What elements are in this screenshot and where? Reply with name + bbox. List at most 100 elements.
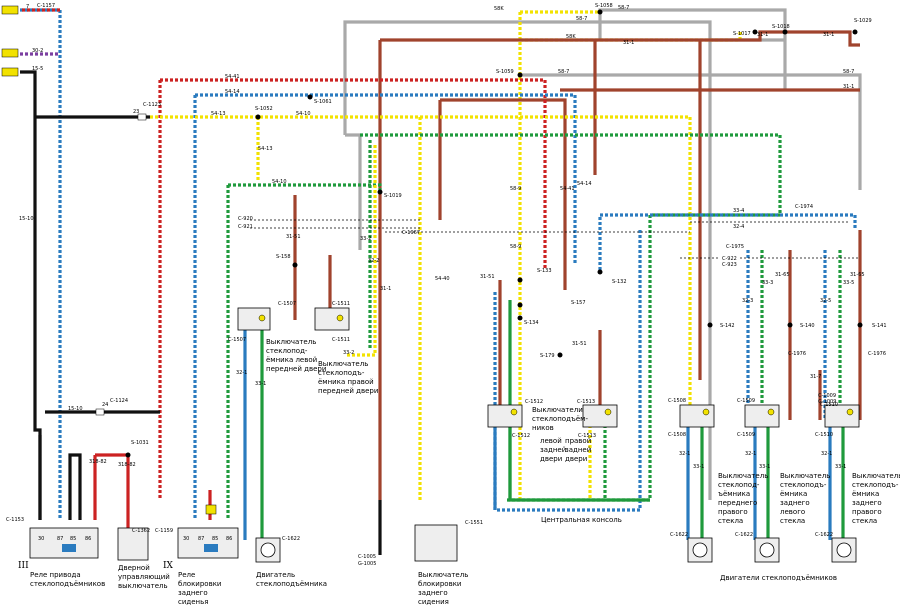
- caption-left-rear-2: задней: [540, 446, 566, 454]
- label-c1509b: C-1509: [737, 432, 755, 438]
- label-w32-3: 32-3: [742, 298, 753, 304]
- label-w31-51a: 31-51: [286, 234, 301, 240]
- roman-labels: III IX: [18, 561, 174, 571]
- label-c1622c: C-1622: [735, 532, 753, 538]
- label-w31-1c: 31-1: [823, 32, 834, 38]
- caption-relay-main-1: Реле привода: [30, 571, 81, 579]
- pin-30: 30: [38, 536, 44, 542]
- label-w31-51b: 31-51: [480, 274, 495, 280]
- caption-door-switch-2: управляющий: [118, 573, 170, 581]
- label-s1059: S-1059: [496, 69, 514, 75]
- wire-54-10: [226, 183, 382, 520]
- caption-relay-lock-3: заднего: [178, 589, 208, 597]
- label-s140: S-140: [800, 323, 815, 329]
- wire-54-13: [150, 115, 692, 410]
- label-s1017: S-1017: [733, 31, 751, 37]
- label-s1061: S-1061: [314, 99, 332, 105]
- lamp-icon: [702, 408, 710, 416]
- label-c1510: C-1510: [820, 402, 838, 408]
- caption-lr-motor-5: левого: [780, 508, 805, 516]
- label-c1510b: C-1510: [815, 432, 833, 438]
- label-w31-1e: 31-1: [380, 286, 391, 292]
- label-c1513b: C-1513: [578, 433, 596, 439]
- label-c920: C-920: [238, 216, 253, 222]
- switch-rf-window: [679, 404, 715, 428]
- wire-31-51: [293, 195, 602, 410]
- label-s133: S-133: [537, 268, 552, 274]
- label-w33-1c: 33-1: [759, 464, 770, 470]
- label-w31-1a: 31-1: [623, 40, 634, 46]
- caption-door-switch-1: Дверной: [118, 564, 150, 572]
- motor-icon: [759, 542, 775, 558]
- label-c1159: C-1159: [155, 528, 173, 534]
- label-c1157: C-1157: [37, 3, 55, 9]
- label-c1362: C-1362: [132, 528, 150, 534]
- lamp-icon: [258, 314, 266, 322]
- label-w54-13b: 54-13: [258, 146, 273, 152]
- label-w24: 24: [102, 402, 108, 408]
- pin-87b: 87: [198, 536, 204, 542]
- label-w54-14a: 54-14: [225, 89, 240, 95]
- caption-lr-motor-2: стеклоподъ-: [780, 481, 827, 489]
- label-s157: S-157: [571, 300, 586, 306]
- wire-32-2: [345, 145, 377, 357]
- caption-rear-lock-2: блокировки: [418, 580, 461, 588]
- label-w32-1c: 32-1: [745, 451, 756, 457]
- caption-rr-motor-1: Выключатель: [852, 472, 900, 480]
- caption-rf-switch-2: стеклоподъ-: [318, 369, 365, 377]
- pin-85b: 85: [212, 536, 218, 542]
- label-s1018: S-1018: [772, 24, 790, 30]
- label-w31-1b: 31-1: [757, 32, 768, 38]
- caption-rear-lock-1: Выключатель: [418, 571, 468, 579]
- captions: Реле привода стеклоподъёмников Дверной у…: [30, 338, 900, 606]
- inline-fuse: [137, 113, 147, 121]
- label-c923: C-923: [722, 262, 737, 268]
- caption-lf-switch-2: стеклопод-: [266, 347, 308, 355]
- caption-right-rear-2: задней: [565, 446, 591, 454]
- label-w23: 23: [133, 109, 139, 115]
- caption-lr-motor-3: ёмника: [780, 490, 807, 498]
- label-s141: S-141: [872, 323, 887, 329]
- relay-coil-icon: [62, 544, 76, 552]
- label-c1512b: C-1512: [512, 433, 530, 439]
- caption-lr-motor-6: стекла: [780, 517, 805, 525]
- label-w33-1b: 33-1: [693, 464, 704, 470]
- label-c1622d: C-1622: [815, 532, 833, 538]
- label-w33-2a: 33-2: [360, 236, 371, 242]
- label-w54-41a: 54-41: [225, 74, 240, 80]
- caption-motor-2: стеклоподъёмника: [256, 580, 327, 588]
- label-w7: 7: [26, 4, 29, 10]
- lamp-icon: [767, 408, 775, 416]
- label-w32-1d: 32-1: [821, 451, 832, 457]
- fuse-tag-2: [1, 48, 19, 58]
- label-c1512: C-1512: [525, 399, 543, 405]
- pin-86b: 86: [226, 536, 232, 542]
- caption-relay-lock-4: сиденья: [178, 598, 208, 606]
- label-c1509: C-1509: [737, 398, 755, 404]
- label-s179: S-179: [540, 353, 555, 359]
- caption-relay-lock-2: блокировки: [178, 580, 221, 588]
- caption-lf-switch-1: Выключатель: [266, 338, 316, 346]
- wire-58-7-grey-2: [600, 20, 785, 500]
- motor-icon: [836, 542, 852, 558]
- caption-rr-motor-3: ёмника: [852, 490, 879, 498]
- label-s134: S-134: [524, 320, 539, 326]
- caption-rf-motor-6: стекла: [718, 517, 743, 525]
- label-w318-82b: 318-82: [118, 462, 136, 468]
- label-s158: S-158: [276, 254, 291, 260]
- wire-15-5: [20, 70, 42, 520]
- label-w33-1a: 33-1: [255, 381, 266, 387]
- pin-30b: 30: [183, 536, 189, 542]
- components: [1, 5, 860, 563]
- label-c1976a: C-1976: [788, 351, 806, 357]
- label-w54-10a: 54-10: [296, 111, 311, 117]
- label-g1005: G-1005: [358, 561, 376, 567]
- label-s142: S-142: [720, 323, 735, 329]
- label-c1511: C-1511: [332, 301, 350, 307]
- caption-door-switch-3: выключатель: [118, 582, 168, 590]
- label-s1052: S-1052: [255, 106, 273, 112]
- caption-motors-bottom: Двигатели стеклоподъёмников: [720, 574, 837, 582]
- connector-labels: C-1157 C-1153 C-1123 C-1124 C-1362 C-115…: [6, 3, 886, 567]
- caption-rr-motor-5: правого: [852, 508, 882, 516]
- wire-31-1-brown: [378, 30, 860, 500]
